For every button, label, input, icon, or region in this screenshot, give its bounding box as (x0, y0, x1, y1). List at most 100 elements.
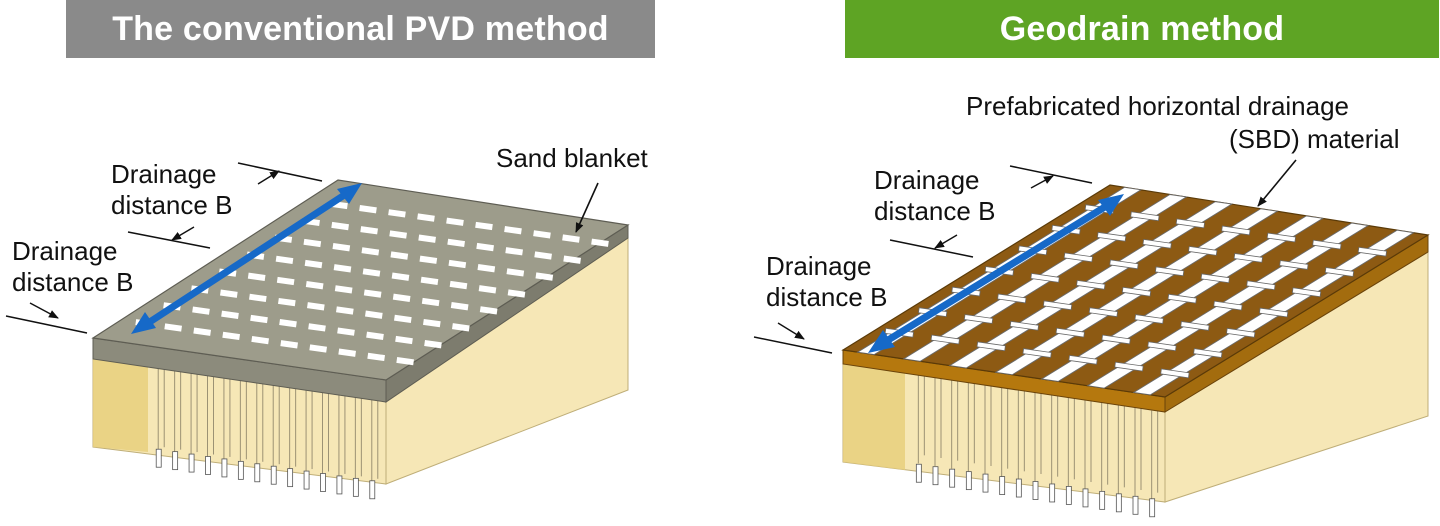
right-material-pointer (1257, 159, 1297, 207)
right-dim-top-line-2 (889, 239, 974, 258)
strip-connector (930, 334, 960, 345)
drain-head (251, 335, 270, 345)
drain-head (334, 285, 353, 294)
drain-tail (303, 470, 310, 490)
left-drainage-top-line2: distance B (111, 190, 232, 220)
left-soil-block (92, 235, 629, 500)
strip-connector (1109, 259, 1139, 270)
drain-tail (369, 480, 376, 500)
left-title: The conventional PVD method (112, 9, 609, 48)
strip-connector (1055, 327, 1085, 338)
drain-head (533, 230, 551, 239)
drain-tail (336, 475, 343, 495)
strip-connector (1258, 307, 1289, 318)
drain-head (535, 272, 554, 281)
drain-tail (254, 463, 261, 483)
strip-connector (976, 341, 1006, 352)
drain-tail (172, 451, 179, 471)
strip-connector (1063, 252, 1094, 263)
drain-head (305, 281, 324, 290)
drain-head (277, 297, 296, 307)
left-drain-heads (135, 200, 609, 366)
left-dim-top-line-2 (127, 231, 211, 249)
drain-tail (982, 473, 989, 493)
strip-connector (1114, 361, 1144, 372)
drain-tail (1149, 498, 1156, 518)
drain-head (450, 302, 469, 311)
drain-head (393, 314, 412, 324)
drain-head (366, 331, 384, 340)
strip-connector (1193, 348, 1223, 358)
drain-tail (932, 466, 939, 486)
drain-head (562, 234, 580, 243)
strip-connector (1180, 321, 1210, 331)
strip-connector (1147, 341, 1177, 352)
strip-connector (1042, 300, 1073, 311)
drain-head (247, 272, 266, 281)
right-drainage-arrow (878, 199, 1115, 348)
strip-connector (1009, 320, 1040, 331)
left-drainage-arrow (140, 187, 354, 330)
drain-head (424, 340, 442, 349)
strip-connector (963, 314, 994, 324)
right-drainage-top-line2: distance B (874, 196, 995, 226)
drain-tail (270, 465, 277, 485)
strip-connector (1200, 273, 1230, 284)
right-material-label-line1: Prefabricated horizontal drainage (966, 91, 1349, 121)
drain-head (390, 251, 409, 260)
drain-head (335, 306, 354, 315)
drain-tail (1049, 483, 1056, 503)
drain-head (477, 264, 496, 273)
drain-head (192, 306, 210, 315)
drain-head (448, 259, 467, 269)
strip-connector (1142, 238, 1172, 249)
drain-tail (221, 458, 228, 478)
drain-tail (915, 463, 922, 483)
drain-head (304, 259, 323, 269)
drain-head (449, 280, 468, 290)
drain-head (418, 234, 436, 243)
strip-connector (1167, 293, 1197, 304)
drain-head (276, 276, 295, 286)
strip-connector (1213, 300, 1243, 311)
right-dim-side-line (753, 336, 833, 354)
drain-tail (320, 473, 326, 492)
strip-connector (1130, 211, 1160, 222)
drain-head (280, 340, 299, 349)
right-arrow-head-top (1098, 194, 1124, 216)
drain-head (193, 327, 212, 336)
left-arrow-head-bottom (131, 312, 156, 334)
right-drainage-side-line2: distance B (766, 282, 887, 312)
strip-connector (1022, 348, 1052, 358)
strip-connector (1076, 279, 1106, 290)
drain-head (478, 285, 497, 294)
drain-head (332, 243, 351, 252)
drain-head (591, 238, 609, 247)
left-dim-side-line (5, 315, 88, 334)
drain-head (504, 226, 522, 235)
left-dim-side-arrow (29, 302, 59, 319)
right-material-label-line2: (SBD) material (1229, 124, 1399, 154)
left-sand-pointer (575, 182, 599, 233)
strip-connector (1233, 253, 1263, 263)
right-drainage-side-line1: Drainage (766, 251, 872, 281)
drain-tail (1065, 486, 1072, 505)
drain-head (364, 310, 383, 319)
strip-connector (1030, 273, 1060, 283)
right-soil-shade (843, 362, 905, 470)
strip-connector (1121, 286, 1152, 297)
right-soil-block (842, 251, 1429, 518)
drain-head (534, 251, 552, 260)
strip-connector (1154, 266, 1185, 277)
drain-tail (1015, 478, 1022, 498)
left-arrow-head-top (337, 183, 362, 204)
drain-head (419, 255, 438, 264)
strip-connector (1175, 218, 1206, 229)
left-dim-top-line-1 (237, 162, 323, 182)
drain-head (360, 226, 378, 235)
drain-head (306, 302, 325, 311)
drain-head (475, 221, 493, 231)
right-dim-side-arrow (777, 322, 805, 340)
strip-connector (1101, 334, 1131, 345)
